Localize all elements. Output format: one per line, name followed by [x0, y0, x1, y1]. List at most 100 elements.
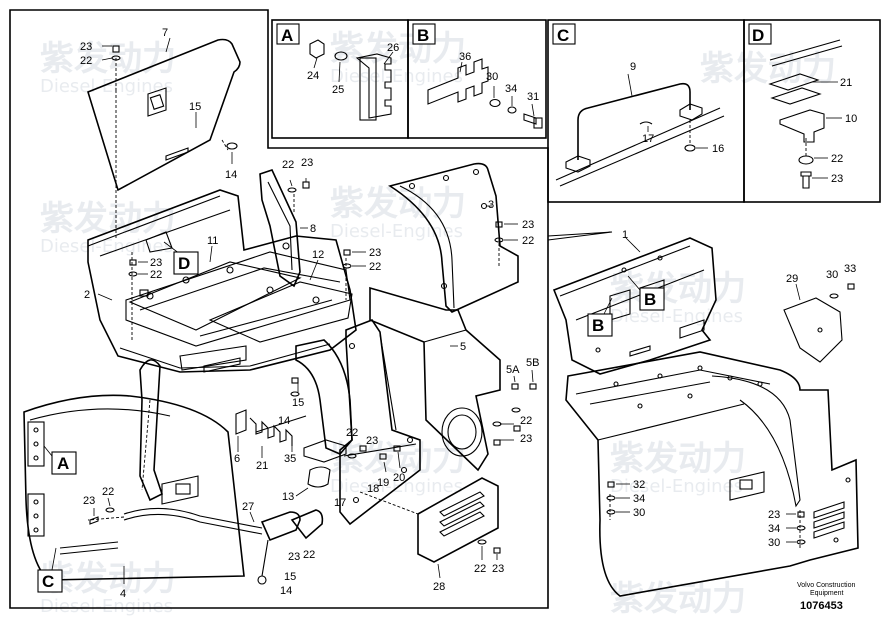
detail-box-c: C 9 17 16	[547, 19, 745, 203]
svg-text:31: 31	[527, 91, 539, 103]
svg-text:3: 3	[488, 199, 494, 211]
svg-text:36: 36	[459, 51, 471, 63]
svg-text:D: D	[178, 254, 190, 273]
svg-text:22: 22	[150, 269, 162, 281]
svg-text:22: 22	[369, 261, 381, 273]
svg-text:20: 20	[393, 472, 405, 484]
svg-text:2: 2	[84, 289, 90, 301]
svg-text:13: 13	[282, 491, 294, 503]
svg-text:23: 23	[301, 157, 313, 169]
svg-text:35: 35	[284, 453, 296, 465]
svg-text:17: 17	[642, 133, 654, 145]
svg-text:1: 1	[622, 229, 628, 241]
svg-text:34: 34	[505, 83, 517, 95]
svg-text:Diesel-Engines: Diesel-Engines	[330, 221, 463, 242]
svg-text:22: 22	[282, 159, 294, 171]
svg-text:C: C	[557, 26, 569, 45]
svg-text:14: 14	[280, 585, 292, 597]
svg-text:34: 34	[633, 493, 645, 505]
svg-text:19: 19	[377, 477, 389, 489]
fender-part-3: 3 23 22	[388, 162, 534, 313]
callout-b-1: B	[587, 297, 613, 337]
svg-text:23: 23	[522, 219, 534, 231]
svg-text:23: 23	[369, 247, 381, 259]
svg-text:5B: 5B	[526, 357, 539, 369]
svg-text:15: 15	[292, 397, 304, 409]
svg-text:D: D	[752, 26, 764, 45]
svg-text:Diesel-Engines: Diesel-Engines	[610, 476, 743, 497]
svg-text:24: 24	[307, 70, 319, 82]
svg-text:Equipment: Equipment	[810, 590, 844, 597]
svg-text:11: 11	[207, 235, 218, 247]
callout-d: D	[163, 241, 199, 275]
hinge-parts-lower-middle: 15 14 6 21 35 13	[234, 377, 331, 503]
svg-text:23: 23	[150, 257, 162, 269]
svg-text:22: 22	[474, 563, 486, 575]
svg-text:34: 34	[768, 523, 780, 535]
svg-text:Diesel-Engines: Diesel-Engines	[40, 236, 173, 257]
right-assembly: 1 29 30 33 32 34 30 23 34 30	[552, 229, 859, 597]
svg-text:23: 23	[288, 551, 300, 563]
svg-text:15: 15	[189, 101, 201, 113]
svg-text:17: 17	[334, 497, 346, 509]
svg-text:Diesel-Engines: Diesel-Engines	[330, 476, 463, 497]
svg-text:B: B	[417, 26, 429, 45]
callout-leader	[547, 231, 613, 241]
callout-a: A	[43, 445, 77, 475]
svg-text:22: 22	[303, 549, 315, 561]
svg-text:30: 30	[633, 507, 645, 519]
svg-text:Diesel-Engines: Diesel-Engines	[40, 76, 173, 97]
detail-box-b: B 36 30 34 31	[407, 19, 547, 139]
svg-text:10: 10	[845, 113, 857, 125]
svg-text:Volvo Construction: Volvo Construction	[797, 582, 855, 589]
grille-part-28: 28 22 23	[359, 477, 504, 593]
svg-text:22: 22	[831, 153, 843, 165]
detail-box-d: D 21 10 22 23	[743, 19, 881, 203]
svg-text:紫发动力: 紫发动力	[610, 269, 746, 309]
svg-text:8: 8	[310, 223, 316, 235]
svg-text:21: 21	[840, 77, 852, 89]
svg-text:26: 26	[387, 42, 399, 54]
fasteners-lower-middle: 22 23 19 20 18 17	[334, 427, 405, 509]
svg-text:33: 33	[844, 263, 856, 275]
panels-11-12: 11 12 2	[84, 235, 353, 343]
center-bracket	[295, 319, 421, 526]
svg-text:23: 23	[492, 563, 504, 575]
fender-part-4: 4	[23, 394, 245, 600]
svg-text:18: 18	[367, 483, 379, 495]
brand-block: Volvo Construction Equipment 1076453	[797, 582, 855, 612]
svg-text:14: 14	[278, 415, 290, 427]
fasteners-lower-left: 23 22	[83, 486, 115, 525]
svg-text:紫发动力: 紫发动力	[700, 49, 836, 89]
svg-text:9: 9	[630, 61, 636, 73]
svg-text:29: 29	[786, 273, 798, 285]
svg-text:22: 22	[80, 55, 92, 67]
svg-text:22: 22	[522, 235, 534, 247]
svg-text:23: 23	[366, 435, 378, 447]
svg-text:23: 23	[768, 509, 780, 521]
svg-text:27: 27	[242, 501, 254, 513]
svg-text:5: 5	[460, 341, 466, 353]
svg-text:紫发动力: 紫发动力	[330, 29, 466, 69]
top-hatch-part-7: 23 22 7 15 14	[80, 27, 241, 240]
svg-text:紫发动力: 紫发动力	[330, 184, 466, 224]
svg-text:7: 7	[162, 27, 168, 39]
svg-text:14: 14	[225, 169, 237, 181]
svg-text:Diesel-Engines: Diesel-Engines	[330, 66, 463, 87]
svg-text:32: 32	[633, 479, 645, 491]
svg-text:28: 28	[433, 581, 445, 593]
svg-text:22: 22	[346, 427, 358, 439]
svg-text:22: 22	[102, 486, 114, 498]
svg-text:6: 6	[234, 453, 240, 465]
svg-text:15: 15	[284, 571, 296, 583]
svg-text:30: 30	[768, 537, 780, 549]
svg-text:23: 23	[831, 173, 843, 185]
svg-text:22: 22	[520, 415, 532, 427]
svg-text:23: 23	[80, 41, 92, 53]
callout-c: C	[37, 547, 63, 593]
callout-b-2: B	[627, 275, 665, 311]
svg-text:C: C	[42, 572, 54, 591]
fasteners-near-12: 23 22 23 22	[128, 247, 381, 281]
svg-text:A: A	[57, 454, 69, 473]
